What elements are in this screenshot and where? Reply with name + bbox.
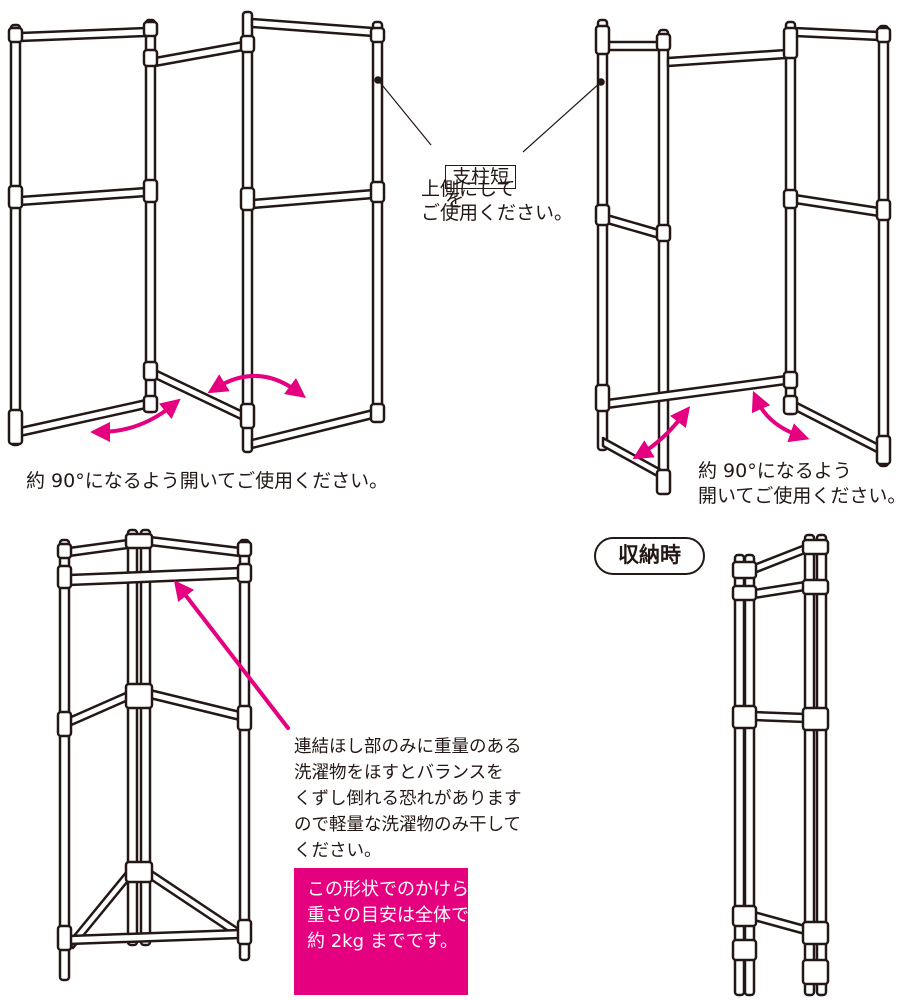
warning-pointer-arrow (173, 580, 290, 730)
warning-text: 連結ほし部のみに重量のある 洗濯物をほすとバランスを くずし倒れる恐れがあります… (294, 737, 522, 862)
rotate-arrows-fig1 (90, 374, 307, 442)
pole-short-suffix: を (445, 189, 465, 211)
rack-folded-storage (731, 533, 830, 997)
pole-short-label: 支柱短 (445, 165, 517, 189)
warning-line: くずし倒れる恐れがあります (294, 789, 522, 809)
warning-line: 洗濯物をほすとバランスを (294, 763, 504, 783)
rack-triangle-form (56, 528, 253, 982)
fig2-caption-line2: 開いてご使用ください。 (698, 485, 907, 507)
leader-line-fig2 (522, 78, 605, 153)
leader-line-fig1 (374, 76, 432, 146)
pole-note-line3: ご使用ください。 (421, 202, 574, 224)
rack-open-90deg (7, 10, 386, 454)
rack-open-90deg-reverse (594, 18, 892, 496)
pole-note-line2: 上側にして (421, 178, 516, 200)
warning-line: ので軽量な洗濯物のみ干して (294, 815, 521, 835)
fig1-caption: 約 90°になるよう開いてご使用ください。 (26, 470, 389, 492)
notice-line: 重さの目安は全体で (307, 905, 469, 926)
storage-label: 収納時 (594, 537, 705, 575)
rotate-arrows-fig2 (632, 390, 810, 460)
warning-line: 連結ほし部のみに重量のある (294, 737, 522, 757)
notice-line: 約 2kg までです。 (307, 931, 458, 952)
weight-limit-notice: この形状でのかけられる 重さの目安は全体で 約 2kg までです。 (294, 868, 505, 995)
notice-line: この形状でのかけられる (307, 879, 505, 900)
fig2-caption-line1: 約 90°になるよう (698, 460, 852, 482)
warning-line: ください。 (294, 841, 382, 861)
pole-short-note: 支柱短 を (421, 143, 517, 233)
